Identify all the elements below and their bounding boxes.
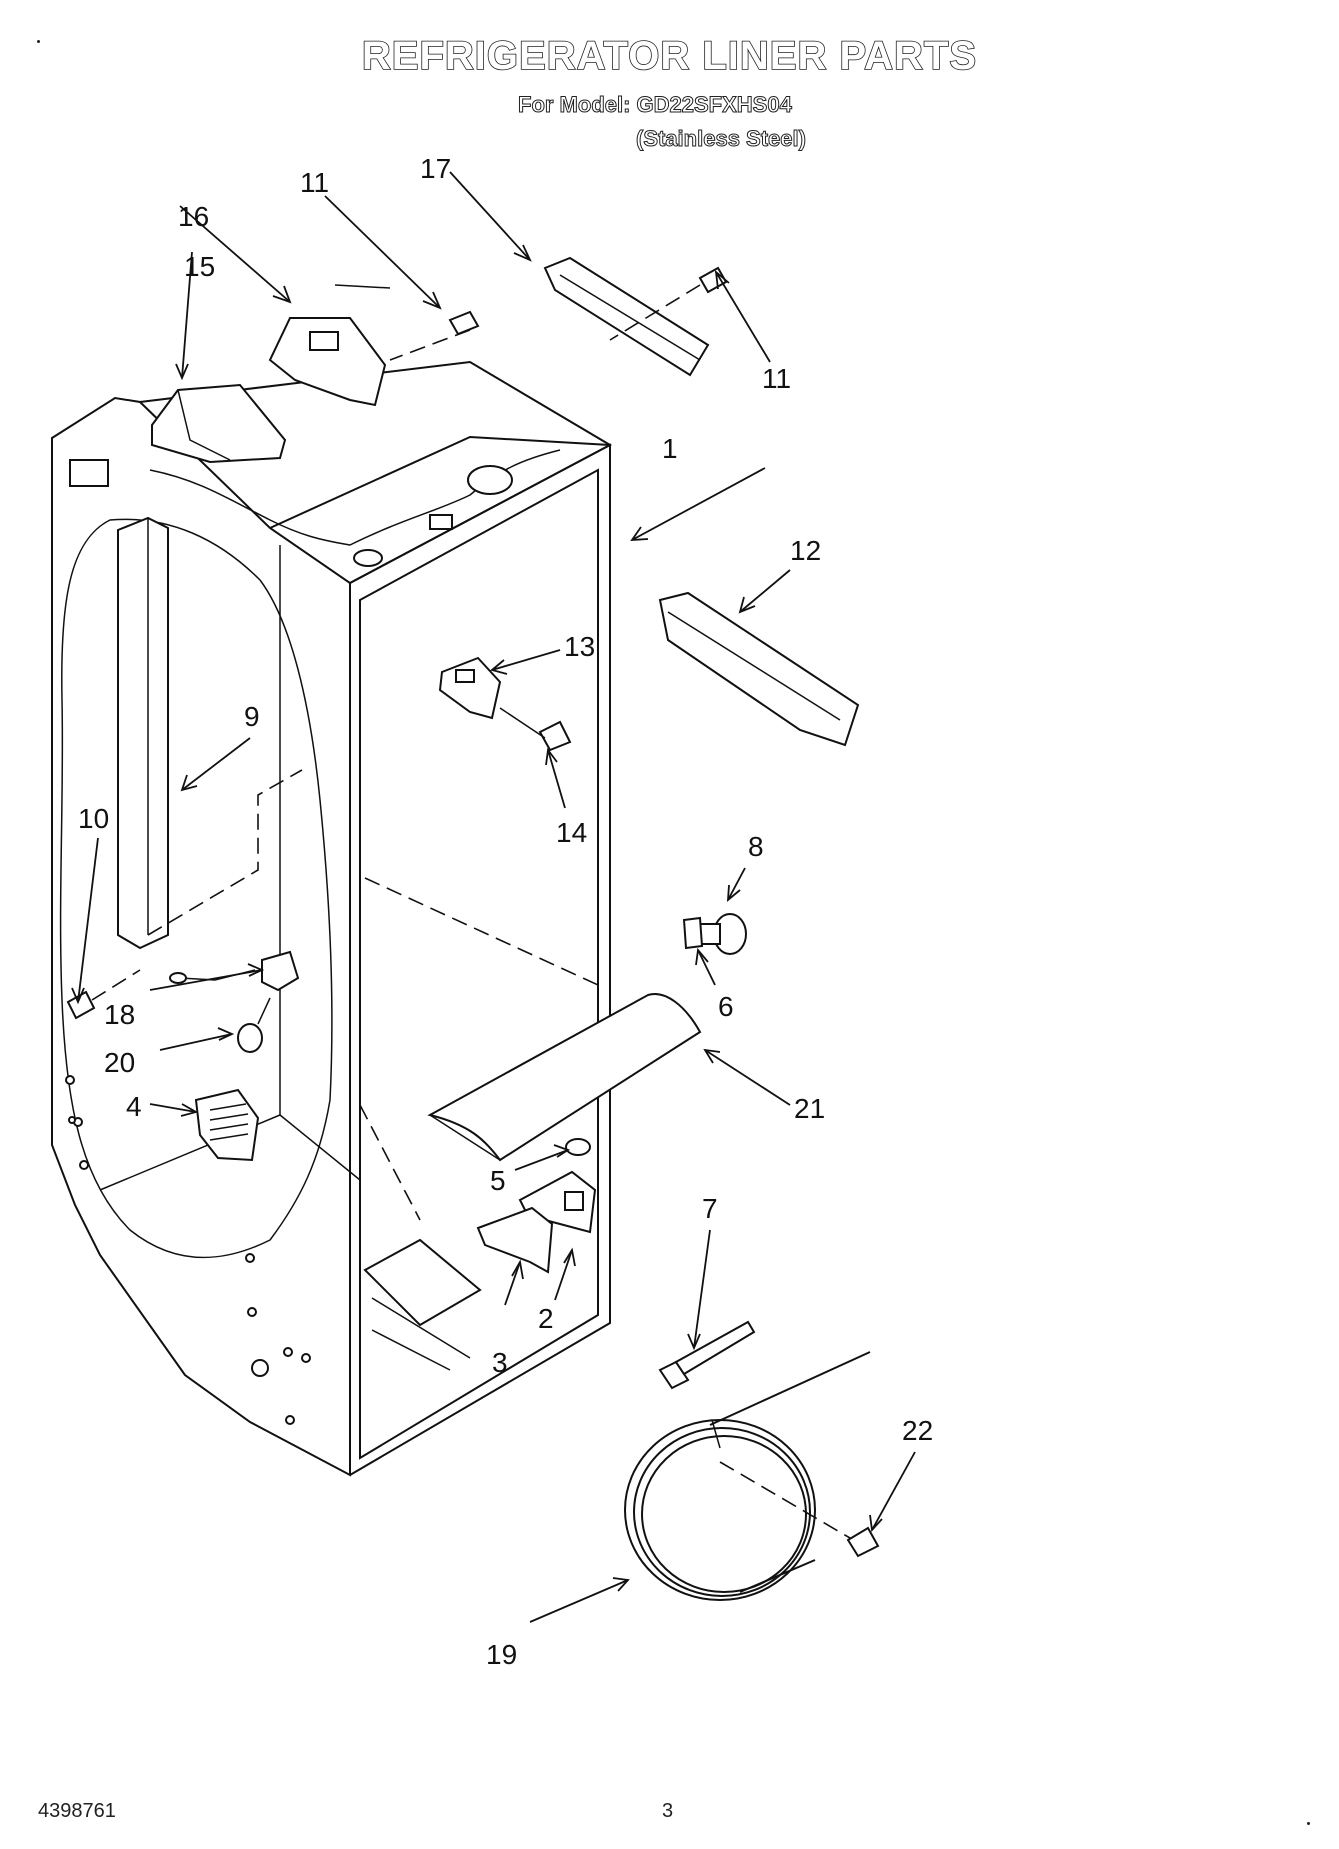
screw-11	[389, 266, 728, 361]
page-number: 3	[662, 1800, 674, 1822]
bracket-2-3	[476, 1170, 597, 1274]
water-tube-coil-19	[624, 1351, 871, 1601]
callout-label: 19	[486, 1639, 517, 1670]
control-bracket	[268, 284, 391, 407]
light-socket-bulb	[169, 950, 300, 1053]
light-shield-4	[194, 1088, 260, 1162]
callout-label: 15	[184, 251, 215, 282]
bracket-13	[438, 656, 502, 720]
callout-label: 8	[748, 831, 764, 862]
callout-label: 12	[790, 535, 821, 566]
callout-label: 14	[556, 817, 587, 848]
callout-label: 18	[104, 999, 135, 1030]
callout-label: 11	[300, 167, 329, 198]
callout-label: 22	[902, 1415, 933, 1446]
callout-label: 4	[126, 1091, 142, 1122]
callout-label: 10	[78, 803, 109, 834]
liner-cabinet	[51, 360, 613, 1477]
cable-tie-7	[658, 1320, 756, 1390]
callout-label: 9	[244, 701, 260, 732]
model-line: For Model: GD22SFXHS04	[518, 92, 793, 118]
shelf-ladder-rail	[117, 516, 303, 950]
callout-label: 5	[490, 1165, 506, 1196]
callout-label: 6	[718, 991, 734, 1022]
callout-label: 20	[104, 1047, 135, 1078]
trim-12	[658, 591, 860, 747]
top-channel	[543, 256, 710, 377]
corner-mark	[37, 40, 40, 43]
finish-line: (Stainless Steel)	[636, 126, 807, 152]
hinge-pin	[682, 913, 747, 955]
screw-22	[846, 1526, 880, 1558]
document-number: 4398761	[38, 1800, 116, 1822]
callout-label: 1	[662, 433, 678, 464]
control-housing	[151, 383, 287, 464]
callout-label: 21	[794, 1093, 825, 1124]
page-title: REFRIGERATOR LINER PARTS	[361, 33, 978, 79]
callout-label: 13	[564, 631, 595, 662]
callout-label: 3	[492, 1347, 508, 1378]
corner-mark	[1307, 1822, 1310, 1825]
callout-label: 17	[420, 153, 451, 184]
screw-14	[499, 707, 572, 752]
callout-label: 16	[178, 201, 209, 232]
callout-label: 11	[762, 363, 791, 394]
grommet-5	[565, 1138, 591, 1156]
callout-label: 7	[702, 1193, 718, 1224]
cover-21	[427, 993, 702, 1162]
callout-labels: 1 2 3 4 5 6 7 8 9 10 11 11 12 13 14 15 1…	[78, 153, 933, 1670]
callout-label: 2	[538, 1303, 554, 1334]
leader-lines	[71, 171, 916, 1623]
